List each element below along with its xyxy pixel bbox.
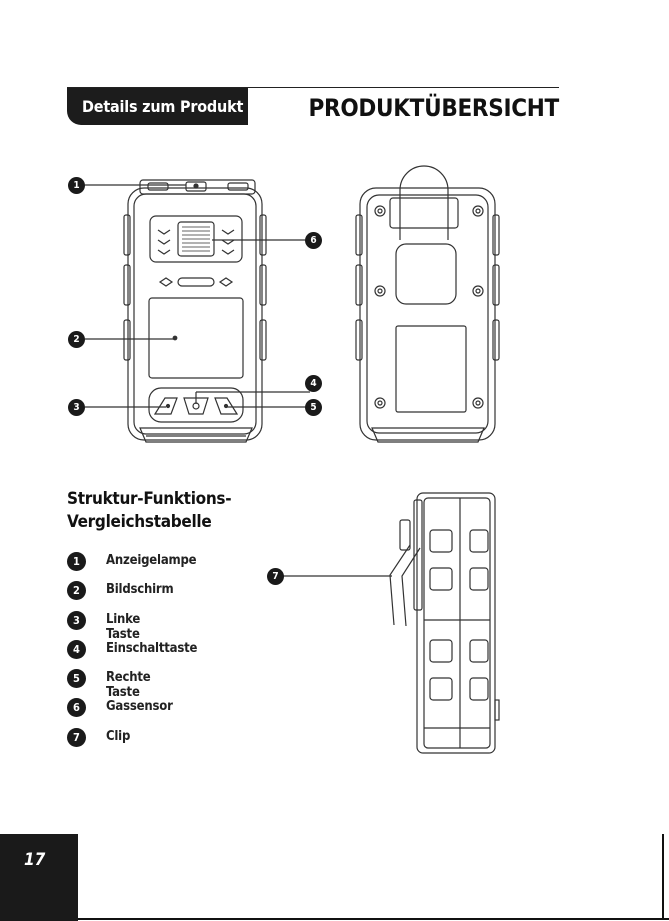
legend-badge: 3 [67, 611, 86, 630]
page-number-box: 17 [0, 834, 78, 921]
legend-badge: 4 [67, 640, 86, 659]
legend-label: Linke Taste [106, 612, 140, 642]
legend-label: Rechte Taste [106, 670, 151, 700]
callout-6: 6 [305, 232, 322, 249]
legend-label: Gassensor [106, 699, 173, 714]
callout-2: 2 [68, 331, 85, 348]
footer-rule [0, 918, 669, 920]
legend-label: Clip [106, 729, 130, 744]
legend-label: Einschalttaste [106, 641, 197, 656]
legend-badge: 7 [67, 728, 86, 747]
section-title-line2: Vergleichstabelle [67, 511, 267, 534]
page-number: 17 [24, 850, 45, 870]
callout-7: 7 [267, 568, 284, 585]
legend-label: Anzeigelampe [106, 553, 196, 568]
side-view [282, 493, 499, 753]
legend-label: Bildschirm [106, 582, 173, 597]
footer-side-rule [662, 834, 664, 920]
callout-1: 1 [68, 177, 85, 194]
clip [390, 545, 420, 626]
front-view [85, 180, 310, 442]
section-title: Struktur-Funktions- Vergleichstabelle [67, 488, 267, 534]
display-screen [149, 298, 243, 378]
legend-badge: 1 [67, 552, 86, 571]
callout-4: 4 [305, 375, 322, 392]
back-view [356, 166, 499, 442]
callout-5: 5 [305, 399, 322, 416]
section-title-line1: Struktur-Funktions- [67, 488, 267, 511]
callout-3: 3 [68, 399, 85, 416]
